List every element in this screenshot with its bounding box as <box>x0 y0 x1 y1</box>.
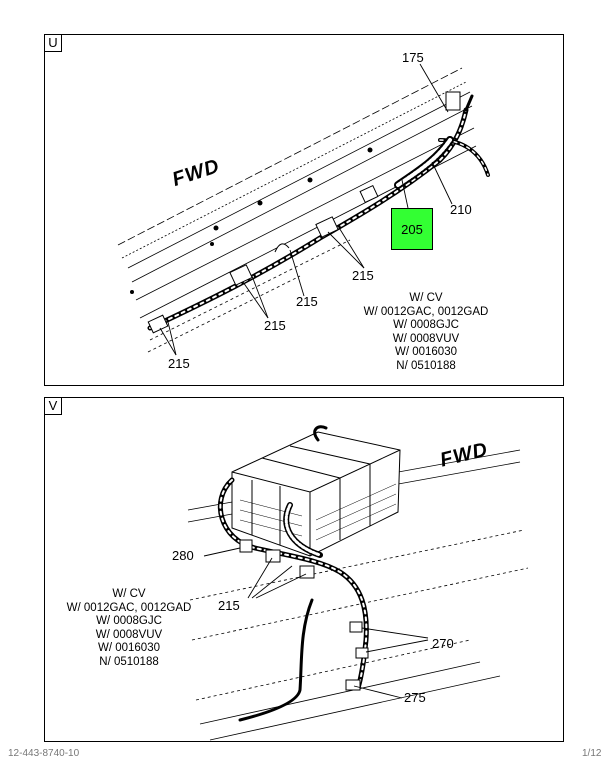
clamps-u <box>147 91 461 334</box>
callout-275: 275 <box>404 690 426 705</box>
applicability-note-v: W/ CV W/ 0012GAC, 0012GAD W/ 0008GJC W/ … <box>54 588 204 669</box>
panel-u-letter: U <box>45 35 62 52</box>
applicability-note-u: W/ CV W/ 0012GAC, 0012GAD W/ 0008GJC W/ … <box>354 292 498 373</box>
panel-u: U <box>44 34 564 386</box>
clamps-v <box>239 539 369 691</box>
callout-205-highlighted: 205 <box>391 208 433 250</box>
note-u-line-4: W/ 0008VUV <box>392 332 460 345</box>
battery-box-v <box>231 431 401 557</box>
note-u-line-5: W/ 0016030 <box>394 346 457 358</box>
rail-holes-u <box>130 147 373 294</box>
footer-page-number: 1/12 <box>582 748 602 759</box>
frame-rail-u <box>117 67 477 353</box>
callout-215-left: 215 <box>168 356 190 371</box>
callout-210: 210 <box>450 202 472 217</box>
note-v-line-1: W/ CV <box>112 588 146 600</box>
note-u-line-1: W/ CV <box>409 292 443 304</box>
note-v-line-3: W/ 0008GJC <box>96 615 162 627</box>
note-u-line-2: W/ 0012GAC, 0012GAD <box>363 305 489 318</box>
harness-u <box>147 94 490 331</box>
panel-v-letter: V <box>45 398 62 415</box>
callout-215-center: 215 <box>264 318 286 333</box>
callout-270: 270 <box>432 636 454 651</box>
callout-215-mid: 215 <box>296 294 318 309</box>
note-v-line-4: W/ 0008VUV <box>95 628 163 641</box>
footer-document-id: 12-443-8740-10 <box>8 748 80 759</box>
callout-215-right: 215 <box>352 268 374 283</box>
note-u-line-3: W/ 0008GJC <box>393 319 459 331</box>
note-u-line-6: N/ 0510188 <box>396 359 456 372</box>
callout-280: 280 <box>172 548 194 563</box>
callout-175: 175 <box>402 50 424 65</box>
note-v-line-2: W/ 0012GAC, 0012GAD <box>66 601 192 614</box>
note-v-line-6: N/ 0510188 <box>99 655 159 668</box>
leader-lines-u <box>159 63 453 356</box>
leader-lines-v <box>203 547 429 699</box>
callout-215-v: 215 <box>218 598 240 613</box>
note-v-line-5: W/ 0016030 <box>97 642 160 654</box>
